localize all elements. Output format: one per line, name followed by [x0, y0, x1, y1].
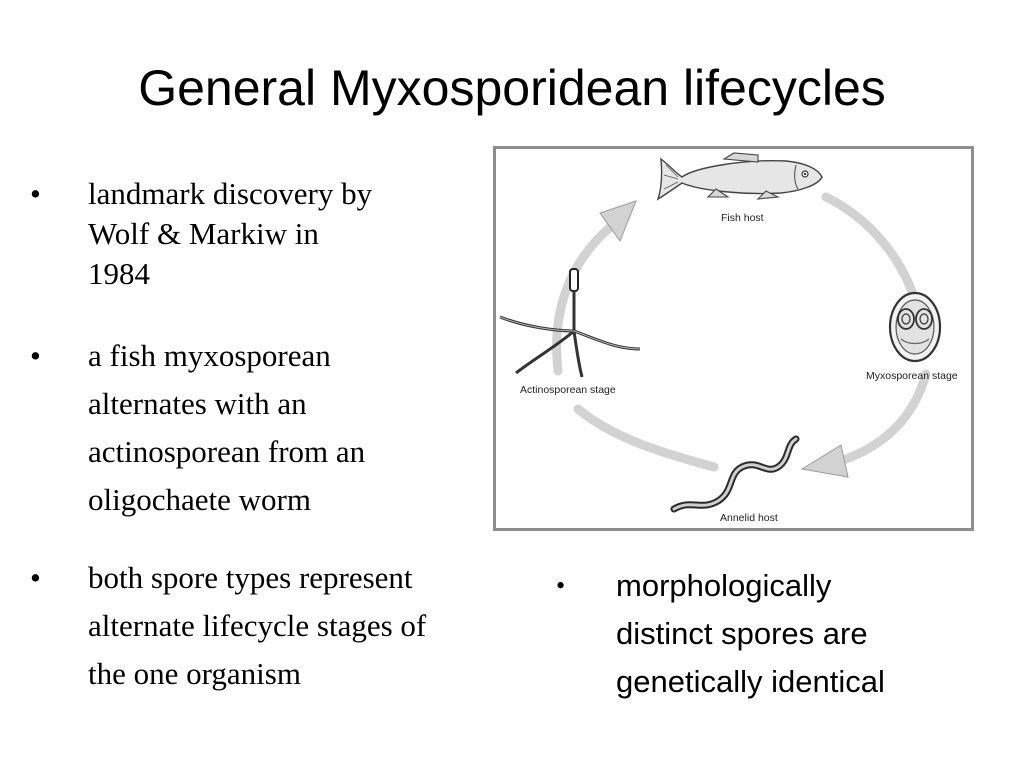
bullet-marker: •: [556, 571, 566, 600]
fish-icon: [656, 152, 823, 201]
slide-title: General Myxosporidean lifecycles: [138, 60, 886, 116]
bullet-genetics: • morphologically distinct spores are ge…: [556, 562, 976, 722]
arrow-fish-to-myxo: [821, 192, 919, 302]
bullet-alternation: • a fish myxosporean alternates with an …: [30, 332, 470, 532]
bullet-text: a fish myxosporean alternates with an ac…: [88, 338, 366, 517]
bullet-discovery: • landmark discovery by Wolf & Markiw in…: [30, 170, 470, 320]
bullet-spore-types: • both spore types represent alternate l…: [30, 554, 530, 704]
arrow-annelid-to-actino: [573, 404, 719, 472]
annelid-worm-icon: [670, 435, 800, 513]
myxospore-icon: [888, 291, 942, 363]
bullet-marker: •: [30, 560, 41, 595]
arrowhead-fish: [599, 200, 637, 243]
arrowhead-annelid: [800, 444, 849, 478]
bullet-marker: •: [30, 176, 41, 211]
lifecycle-diagram-svg: Fish host Myxosporean stage Annelid host: [499, 152, 958, 524]
actinosporean-stage-label: Actinosporean stage: [520, 384, 616, 396]
bullet-text: morphologically distinct spores are gene…: [616, 568, 885, 699]
actinospore-icon: [499, 268, 641, 378]
fish-host-label: Fish host: [721, 212, 764, 224]
bullet-text: both spore types represent alternate lif…: [88, 560, 427, 691]
cycle-arrows: [552, 192, 931, 478]
arrow-myxo-to-annelid: [841, 369, 931, 464]
arrow-actino-to-fish: [552, 219, 619, 376]
myxosporean-stage-label: Myxosporean stage: [866, 370, 958, 382]
annelid-host-label: Annelid host: [720, 512, 778, 524]
lifecycle-diagram: Fish host Myxosporean stage Annelid host: [493, 146, 974, 531]
bullet-text: landmark discovery by Wolf & Markiw in 1…: [88, 176, 373, 291]
bullet-marker: •: [30, 338, 41, 373]
